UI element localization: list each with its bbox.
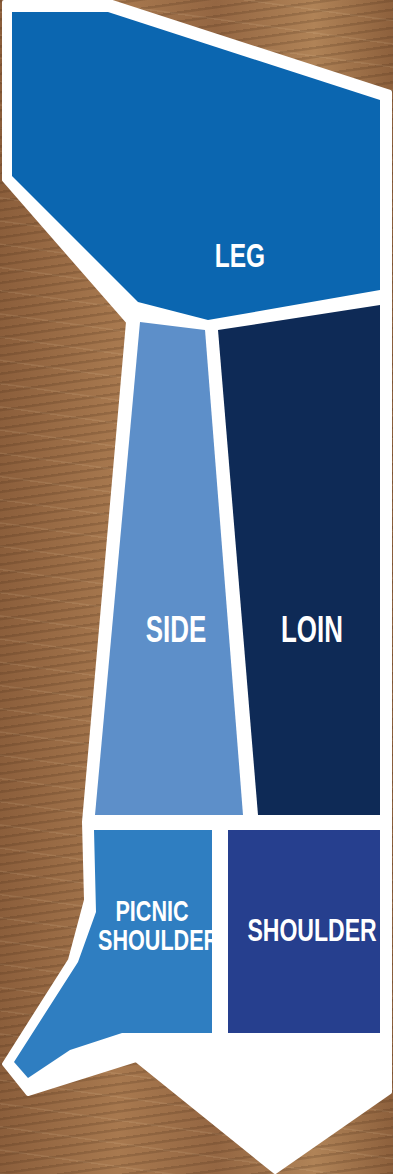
loin-region — [218, 305, 380, 815]
side-region — [95, 322, 243, 815]
cut-name: LEG — [197, 239, 283, 271]
shoulder-region — [228, 830, 380, 1033]
cut-region: LEG — [12, 12, 380, 320]
cut-region: LOIN — [218, 305, 380, 815]
white-border — [4, 2, 390, 1172]
region-shape — [95, 322, 243, 815]
cut-region: PICNIC SHOULDER — [14, 830, 212, 1078]
region-shape — [14, 830, 212, 1078]
leg-region — [12, 12, 380, 320]
cut-name: LOIN — [269, 613, 355, 647]
cut-name: SIDE — [133, 613, 219, 647]
region-shape — [12, 12, 380, 320]
picnic-shoulder-region — [14, 830, 212, 1078]
cut-name: SHOULDER — [247, 915, 362, 945]
cut-region: SIDE — [95, 322, 243, 815]
region-shape — [218, 305, 380, 815]
cut-name: PICNIC SHOULDER — [98, 897, 206, 954]
cut-region: SHOULDER — [228, 830, 380, 1033]
